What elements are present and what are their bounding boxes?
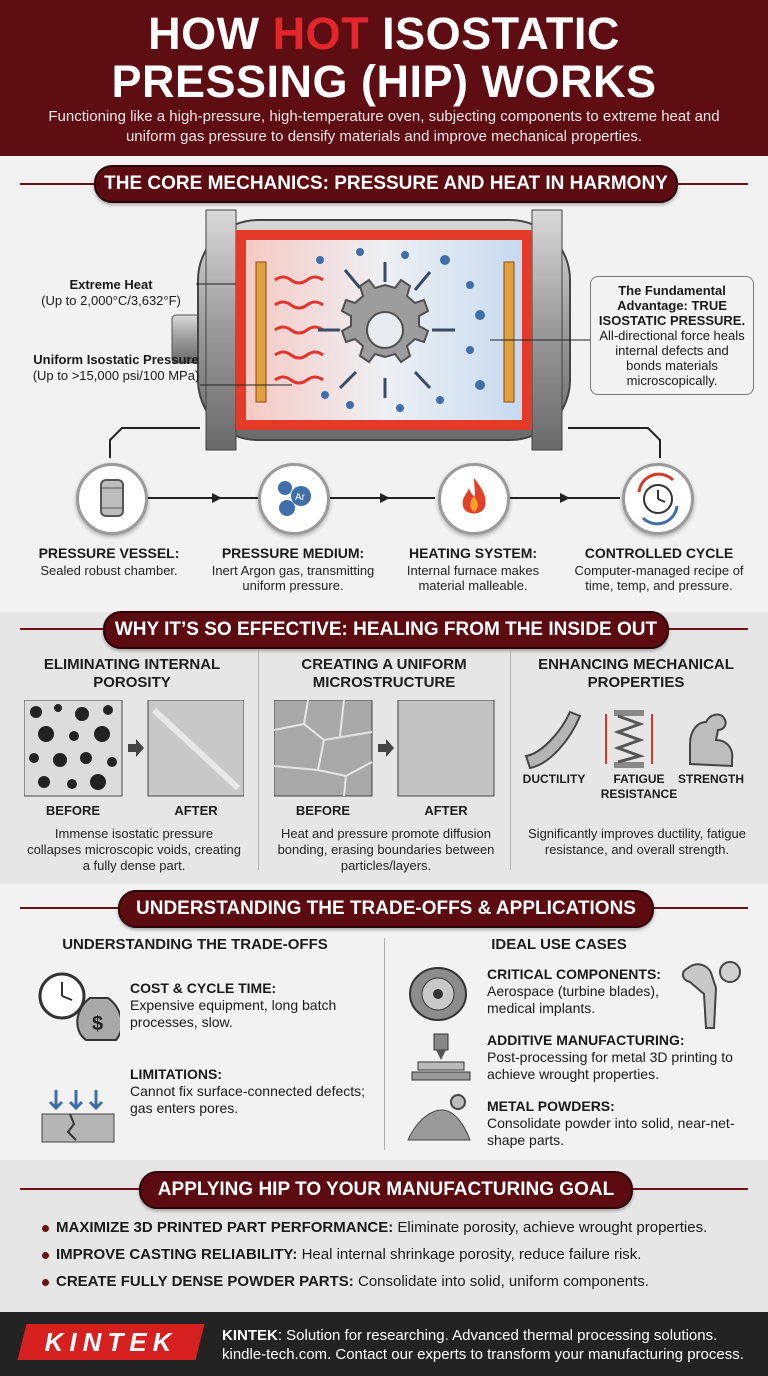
microstructure-desc: Heat and pressure promote diffusion bond… [277,826,495,873]
column-divider [258,650,259,870]
3d-printer-icon [411,1033,471,1081]
pressure-label: Uniform Isostatic Pressure [33,352,199,367]
logo-text: KINTEK [44,1327,178,1357]
hip-implant-icon [682,961,741,1029]
microstructure-before-after [274,700,495,797]
core-banner: THE CORE MECHANICS: PRESSURE AND HEAT IN… [94,165,678,203]
limitations-block: LIMITATIONS:Cannot fix surface-connected… [130,1066,370,1117]
powders-block: METAL POWDERS:Consolidate powder into so… [487,1098,749,1149]
applying-banner: APPLYING HIP TO YOUR MANUFACTURING GOAL [139,1171,633,1209]
component-title-medium: PRESSURE MEDIUM: [221,545,365,561]
cycle-clock-icon [622,463,694,535]
ductility-icon [524,710,582,770]
ductility-label: DUCTILITY [522,772,586,786]
spring-icon [605,710,653,768]
strength-icon [689,713,734,768]
goal-item: MAXIMIZE 3D PRINTED PART PERFORMANCE: El… [42,1218,707,1238]
fatigue-label: FATIGUE RESISTANCE [600,772,678,801]
additive-desc: Post-processing for metal 3D printing to… [487,1049,733,1082]
footer-line1: : Solution for researching. Advanced the… [277,1327,718,1344]
cost-block: COST & CYCLE TIME:Expensive equipment, l… [130,980,370,1031]
heat-annotation: Extreme Heat (Up to 2,000°C/3,632°F) [22,277,200,309]
surface-defect-icon [41,1090,115,1143]
bullet-icon [42,1279,49,1286]
mechanical-title: ENHANCING MECHANICAL PROPERTIES [538,656,734,691]
pressure-annotation: Uniform Isostatic Pressure (Up to >15,00… [18,352,214,384]
limitations-title: LIMITATIONS: [130,1066,223,1082]
usecases-title: IDEAL USE CASES [491,936,627,953]
bullet-icon [42,1225,49,1232]
porosity-before-after [24,700,244,797]
limitations-desc: Cannot fix surface-connected defects; ga… [130,1083,366,1116]
component-desc-cycle: Computer-managed recipe of time, temp, a… [574,563,744,593]
heat-value: (Up to 2,000°C/3,632°F) [41,293,181,308]
porosity-desc: Immense isostatic pressure collapses mic… [27,826,241,873]
column-divider [384,938,385,1150]
advantage-text: All-directional force heals internal def… [599,328,745,388]
page-subtitle: Functioning like a high-pressure, high-t… [48,108,720,145]
argon-gas-icon: Ar [258,463,330,535]
component-title-cycle: CONTROLLED CYCLE [584,545,734,561]
advantage-title: The Fundamental Advantage: TRUE ISOSTATI… [598,283,746,328]
footer-line2: kindle-tech.com. Contact our experts to … [222,1346,744,1363]
pressure-value: (Up to >15,000 psi/100 MPa) [32,368,200,383]
goal-item: IMPROVE CASTING RELIABILITY: Heal intern… [42,1245,641,1265]
microstructure-title: CREATING A UNIFORM MICROSTRUCTURE [301,656,467,691]
bullet-icon [42,1252,49,1259]
cost-desc: Expensive equipment, long batch processe… [130,997,337,1030]
microstructure-after-label: AFTER [424,803,468,818]
hip-vessel-illustration [109,209,661,458]
critical-desc: Aerospace (turbine blades), medical impl… [487,983,659,1016]
porosity-before-label: BEFORE [45,803,101,818]
tradeoffs-left-title: UNDERSTANDING THE TRADE-OFFS [62,936,328,953]
footer-text: KINTEK: Solution for researching. Advanc… [222,1326,762,1364]
footer-brand: KINTEK [222,1327,278,1344]
money-clock-icon: $ [38,972,120,1041]
component-flow [145,493,620,503]
footer: KINTEK KINTEK: Solution for researching.… [0,1312,768,1376]
porosity-title: ELIMINATING INTERNAL POROSITY [43,656,221,691]
component-desc-heating: Internal furnace makes material malleabl… [406,563,540,593]
column-divider [510,650,511,870]
gas-label: Ar [295,492,306,503]
critical-block: CRITICAL COMPONENTS:Aerospace (turbine b… [487,966,697,1017]
effective-banner: WHY IT’S SO EFFECTIVE: HEALING FROM THE … [103,611,669,649]
page-title-line2: PRESSING (HIP) WORKS [111,56,657,107]
powders-title: METAL POWDERS: [487,1098,615,1114]
additive-title: ADDITIVE MANUFACTURING: [487,1032,685,1048]
component-desc-medium: Inert Argon gas, transmitting uniform pr… [211,563,375,593]
critical-title: CRITICAL COMPONENTS: [487,966,661,982]
kintek-logo: KINTEK [17,1324,205,1360]
porosity-after-label: AFTER [174,803,218,818]
strength-label: STRENGTH [678,772,744,786]
component-title-vessel: PRESSURE VESSEL: [38,545,180,561]
powders-desc: Consolidate powder into solid, near-net-… [487,1115,735,1148]
advantage-callout: The Fundamental Advantage: TRUE ISOSTATI… [590,276,754,395]
heat-label: Extreme Heat [69,277,153,292]
turbine-icon [409,967,467,1021]
goal-item: CREATE FULLY DENSE POWDER PARTS: Consoli… [42,1272,649,1292]
flame-icon [438,463,510,535]
mechanical-desc: Significantly improves ductility, fatigu… [528,826,746,857]
microstructure-before-label: BEFORE [295,803,351,818]
vessel-icon [76,463,148,535]
header: HOW HOT ISOSTATIC PRESSING (HIP) WORKS F… [0,0,768,156]
component-title-heating: HEATING SYSTEM: [408,545,538,561]
cost-title: COST & CYCLE TIME: [130,980,277,996]
additive-block: ADDITIVE MANUFACTURING:Post-processing f… [487,1032,749,1083]
tradeoffs-banner: UNDERSTANDING THE TRADE-OFFS & APPLICATI… [118,890,654,928]
svg-text:$: $ [92,1013,103,1035]
component-desc-vessel: Sealed robust chamber. [40,563,178,578]
page-title: HOW HOT ISOSTATIC [148,8,620,59]
mechanical-icons [524,710,734,770]
powder-gear-icon [407,1094,471,1141]
